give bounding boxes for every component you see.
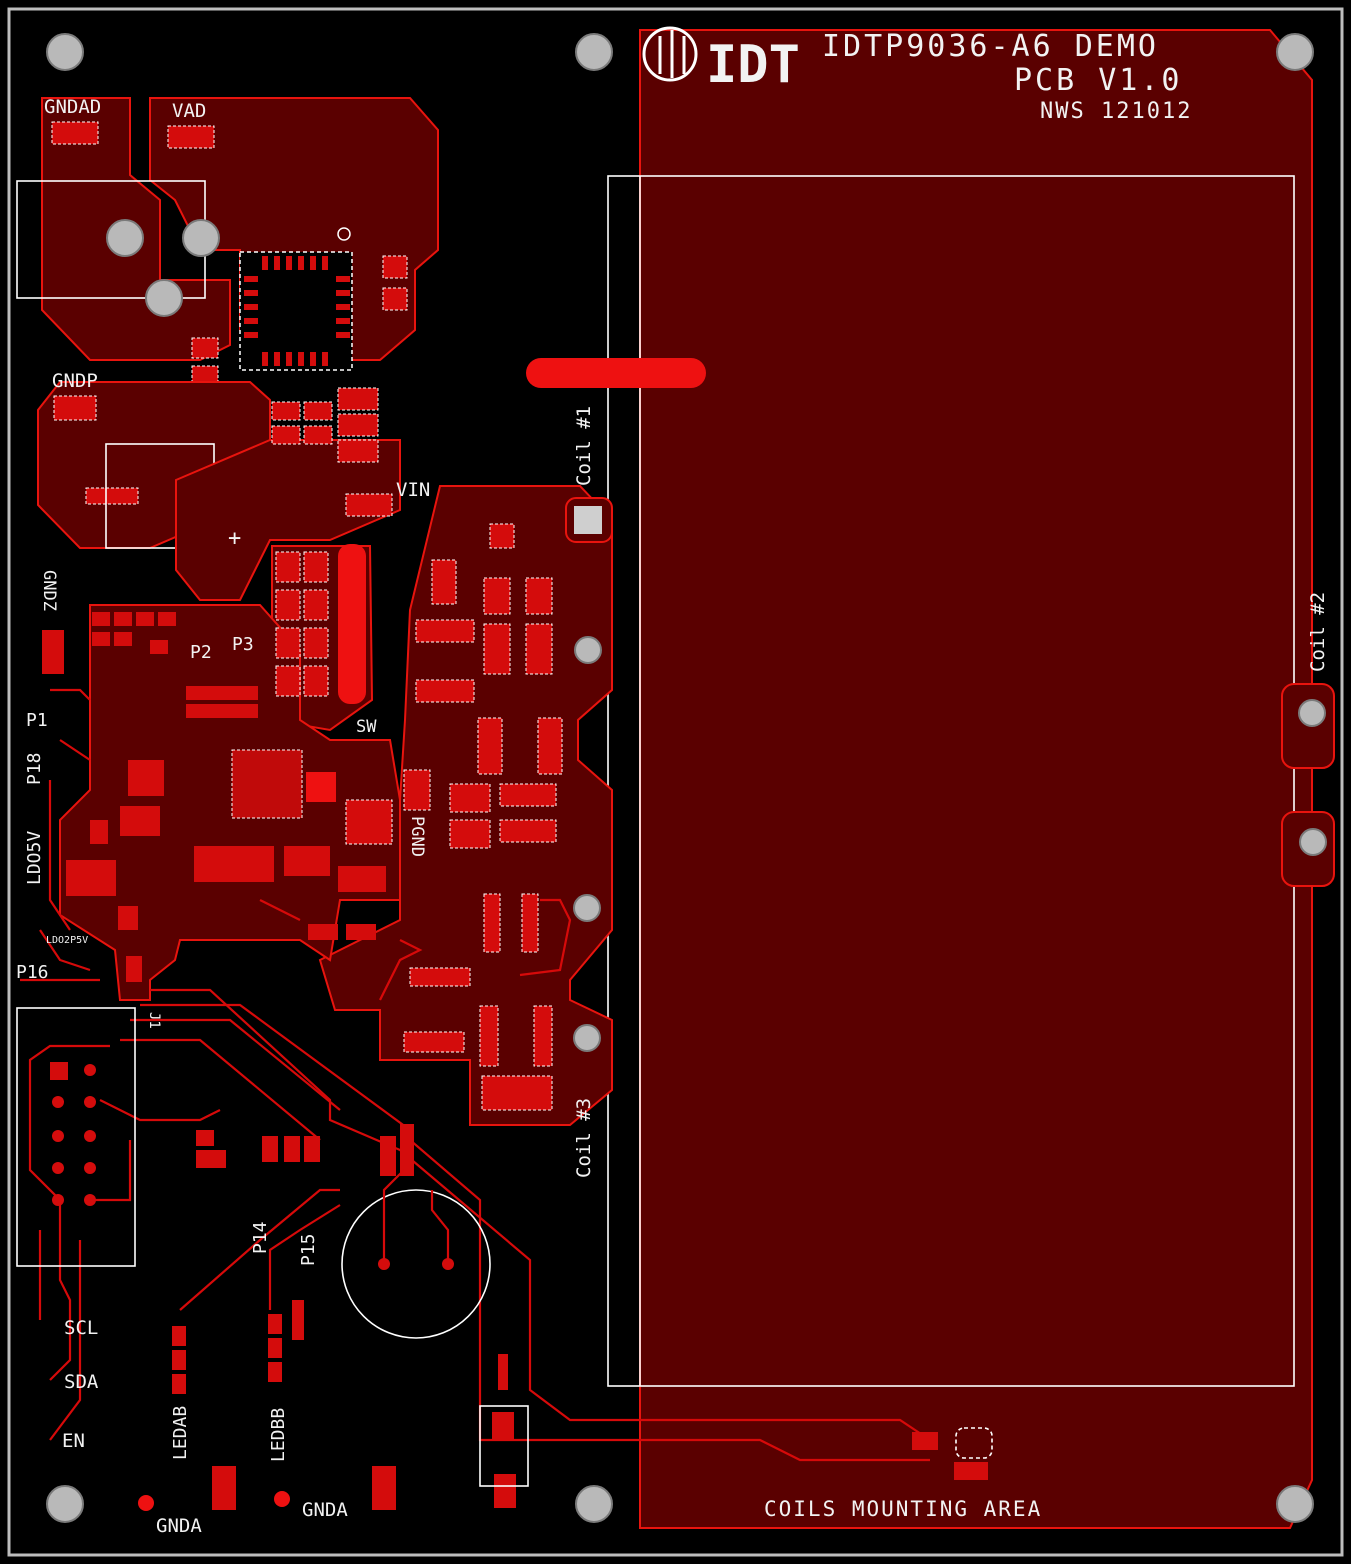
header-j1-outline [16, 1007, 136, 1267]
coil2-pads [1281, 683, 1335, 887]
label-pgnd: PGND [407, 816, 427, 857]
vin-pour [175, 439, 401, 601]
label-ldo2p5v: LDO2P5V [46, 935, 88, 946]
label-p2: P2 [190, 642, 212, 663]
sw-highlight-trace [338, 544, 366, 704]
mid-caps [271, 387, 379, 463]
mounting-holes [46, 33, 1314, 1523]
controller-pour [59, 604, 401, 1001]
label-p1: P1 [26, 710, 48, 731]
gnda-testpoint [274, 1491, 290, 1507]
mounting-hole [1276, 33, 1314, 71]
mounting-hole [1276, 1485, 1314, 1523]
label-scl: SCL [64, 1317, 98, 1339]
logo-circle-icon [642, 26, 698, 82]
small-smd-cluster [196, 1124, 414, 1176]
buzzer-pin [378, 1258, 390, 1270]
gnda-testpoint [138, 1495, 154, 1511]
gndp-pad [53, 395, 97, 421]
label-sda: SDA [64, 1371, 99, 1393]
controller-ic [42, 612, 386, 982]
coils-mounting-area-outline [607, 175, 1295, 1387]
gndad-pad [51, 121, 99, 145]
mounting-hole [575, 33, 613, 71]
bottom-part-outline [955, 1427, 993, 1459]
label-ledab: LEDAB [170, 1406, 191, 1460]
vin-pad [345, 493, 393, 517]
connector-hole [182, 219, 220, 257]
label-gndp: GNDP [52, 370, 98, 392]
signal-traces [20, 688, 931, 1462]
label-sw: SW [356, 717, 377, 737]
label-coils-mounting-area: COILS MOUNTING AREA [764, 1497, 1042, 1521]
connector-hole [145, 279, 183, 317]
vad-pad [167, 125, 215, 149]
connector-hole [106, 219, 144, 257]
coils-mounting-pour [639, 29, 1313, 1529]
label-p16: P16 [16, 962, 49, 983]
vin-cap-plus: + [228, 526, 241, 551]
mounting-hole [575, 1485, 613, 1523]
power-stage-pads [345, 523, 563, 1111]
label-vin: VIN [396, 479, 430, 501]
idt-logo: IDT [642, 26, 800, 95]
led-pads [172, 1300, 988, 1510]
label-vad: VAD [172, 100, 206, 122]
switch-pads [275, 551, 329, 697]
coil1-highlight-trace [526, 358, 706, 388]
label-p14: P14 [250, 1221, 271, 1254]
mounting-hole [46, 33, 84, 71]
logo-text: IDT [706, 35, 800, 95]
header-pins [50, 1062, 96, 1206]
board-version: PCB V1.0 [1014, 63, 1183, 98]
board-date: NWS 121012 [1040, 99, 1192, 124]
label-coil3: Coil #3 [573, 1098, 595, 1178]
gndp-cap [85, 487, 139, 505]
label-gnda-1: GNDA [156, 1515, 202, 1537]
buzzer-pin [442, 1258, 454, 1270]
label-j1: J1 [146, 1012, 162, 1029]
label-gnda-2: GNDA [302, 1499, 348, 1521]
reg-outline [479, 1405, 529, 1487]
label-en: EN [62, 1430, 85, 1452]
label-gndad: GNDAD [44, 96, 101, 118]
label-coil2: Coil #2 [1307, 592, 1329, 672]
label-p15: P15 [298, 1233, 319, 1266]
buzzer-outline [341, 1189, 491, 1339]
coil-terminal-pads [565, 497, 613, 1052]
mounting-hole [46, 1485, 84, 1523]
top-qfn [191, 227, 408, 387]
label-p18: P18 [24, 752, 45, 785]
label-ledbb: LEDBB [268, 1408, 289, 1462]
buzzer-trace [382, 1169, 450, 1264]
label-ldo5v: LDO5V [24, 831, 45, 885]
board-title: IDTP9036-A6 DEMO [822, 29, 1159, 64]
label-gndz: GNDZ [39, 570, 59, 611]
label-p3: P3 [232, 634, 254, 655]
label-coil1: Coil #1 [573, 406, 595, 486]
